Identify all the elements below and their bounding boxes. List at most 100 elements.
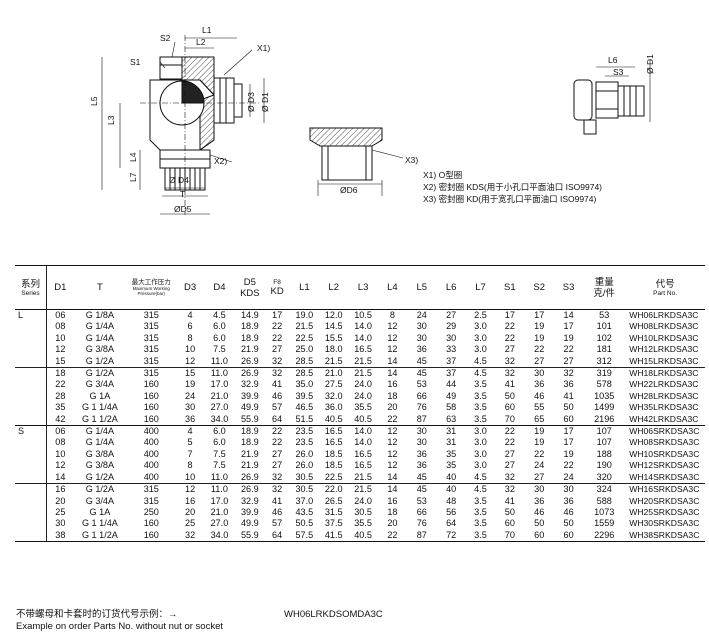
table-cell: 107 — [583, 425, 626, 438]
dim-d3-label: Ø D3 — [246, 92, 256, 112]
table-cell: 8 — [187, 332, 193, 343]
table-cell: WH25SRKDSA3C — [629, 506, 700, 517]
table-cell: 22 — [264, 425, 290, 438]
col-s2: S2 — [524, 265, 554, 310]
table-cell — [15, 472, 46, 484]
table-cell: 19 — [534, 321, 545, 332]
table-cell: WH12SRKDSA3C — [629, 460, 700, 471]
table-cell: 41 — [563, 390, 574, 401]
table-cell: 64 — [272, 413, 283, 424]
col-d3: D3 — [176, 265, 204, 310]
table-cell: G 1/2A — [73, 483, 127, 496]
table-cell: 17 — [272, 310, 283, 320]
table-cell: 320 — [596, 471, 612, 482]
table-cell: G 1 1/4A — [81, 402, 118, 413]
table-cell: 14.0 — [354, 437, 372, 448]
table-cell: 37.0 — [295, 495, 314, 506]
table-cell: 24 — [534, 460, 545, 471]
table-cell: 6.0 — [213, 321, 226, 332]
table-cell: 24 — [185, 390, 196, 401]
table-cell: 160 — [143, 402, 159, 413]
table-cell: 31.5 — [324, 506, 343, 517]
table-cell: 8 — [389, 310, 395, 320]
table-cell: 36 — [534, 379, 545, 390]
note-x1: X1) O型圈 — [423, 170, 463, 180]
table-cell: 26.9 — [235, 483, 265, 496]
table-cell: 60 — [504, 518, 515, 529]
table-cell: 72 — [436, 529, 466, 543]
table-cell: 35.0 — [295, 379, 314, 390]
table-cell: 45 — [416, 471, 427, 482]
table-cell: 36 — [534, 495, 545, 506]
table-cell: 6.0 — [203, 425, 236, 438]
table-cell: 181 — [596, 344, 612, 355]
table-cell: 17 — [563, 321, 574, 332]
table-cell: 31 — [446, 437, 457, 448]
table-cell — [15, 356, 46, 368]
table-cell: 36 — [416, 448, 427, 459]
table-cell: G 1/4A — [85, 321, 115, 332]
table-cell: 6.0 — [213, 332, 226, 343]
table-cell: 12 — [387, 448, 398, 459]
table-cell: 14.0 — [354, 332, 372, 343]
table-cell: 37 — [436, 367, 466, 380]
table-cell: 36 — [185, 413, 196, 424]
col-d1: D1 — [45, 265, 74, 310]
table-cell: 21.0 — [319, 367, 349, 380]
table-cell — [15, 529, 47, 543]
table-cell — [15, 367, 47, 380]
table-cell: G 3/4A — [85, 379, 115, 390]
table-cell: 26.9 — [240, 471, 259, 482]
table-cell: 16.5 — [354, 460, 372, 471]
table-cell: 32 — [504, 355, 515, 366]
table-cell: 26.5 — [324, 495, 343, 506]
table-cell: 15 — [176, 367, 204, 380]
table-cell: 26.0 — [295, 448, 314, 459]
table-cell: 3.0 — [474, 321, 487, 332]
table-cell: 35 — [446, 460, 457, 471]
table-cell: 57 — [272, 518, 283, 529]
table-cell: 18.9 — [235, 425, 265, 438]
table-cell — [15, 414, 46, 426]
table-cell: 16 — [387, 495, 398, 506]
table-cell: 4.5 — [213, 310, 226, 320]
table-cell: 30 — [45, 518, 74, 530]
table-cell: L — [18, 310, 24, 320]
table-cell: G 3/8A — [85, 344, 115, 355]
table-cell: 27 — [563, 355, 574, 366]
table-cell: 190 — [596, 460, 612, 471]
table-cell: 27 — [272, 460, 283, 471]
dim-l5-label: L5 — [89, 96, 99, 106]
table-cell: 55.9 — [235, 529, 265, 543]
table-cell: 32 — [504, 471, 515, 482]
table-cell: 315 — [143, 344, 159, 355]
table-cell — [15, 449, 46, 460]
table-cell: 22.0 — [319, 483, 349, 496]
table-cell: 22 — [272, 332, 283, 343]
dim-l3-label: L3 — [106, 115, 116, 125]
table-cell: 35 — [45, 402, 74, 414]
table-cell: 22 — [45, 379, 74, 391]
callout-x2-label: X2) — [214, 156, 228, 166]
table-cell: 18.0 — [324, 344, 343, 355]
table-cell: 46 — [563, 506, 574, 517]
table-cell: 32 — [272, 471, 283, 482]
table-cell: WH38SRKDSA3C — [625, 529, 705, 543]
table-cell: 16.5 — [354, 344, 372, 355]
table-cell: 46 — [272, 390, 283, 401]
col-l1: L1 — [289, 265, 320, 310]
table-cell: 19 — [534, 332, 545, 343]
table-cell: 43.5 — [295, 506, 314, 517]
table-cell — [15, 344, 46, 355]
table-cell: 66 — [416, 390, 427, 401]
table-cell: 2196 — [594, 413, 615, 424]
table-cell: 76 — [416, 402, 427, 413]
table-cell: 51.5 — [295, 413, 314, 424]
